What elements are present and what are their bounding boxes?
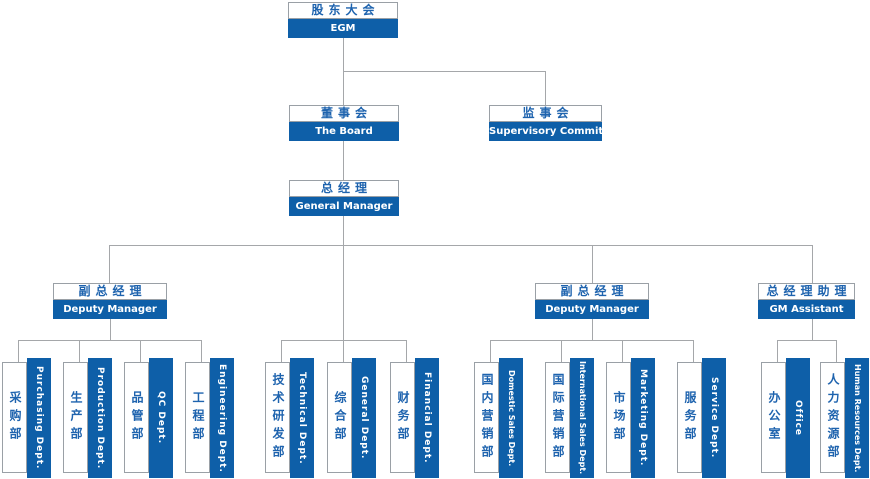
connector-line [561,341,562,362]
connector-line [343,246,344,340]
connector-line [79,341,80,362]
dept-node-engineering: 工程部 Engineering Dept. [185,358,235,478]
org-node-general-manager: 总经理 General Manager [289,180,399,216]
dept-label-en: Engineering Dept. [210,358,234,478]
dept-title-zh: 财务部 [390,362,415,473]
node-title-zh: 股东大会 [288,2,398,19]
connector-line [490,340,694,341]
dept-node-marketing: 市场部 Marketing Dept. [606,358,656,478]
connector-line [812,246,813,283]
connector-line [777,341,778,362]
connector-line [592,319,593,340]
dept-node-human-resources: 人力资源部 Human Resources Dept. [820,358,870,478]
dept-title-zh: 技术研发部 [265,362,290,473]
dept-node-production: 生产部 Production Dept. [63,358,113,478]
dept-title-zh: 国际营销部 [545,362,570,473]
dept-label-en: Production Dept. [88,358,112,478]
dept-label-en: Human Resources Dept. [845,358,869,478]
connector-line [812,319,813,340]
dept-title-zh: 工程部 [185,362,210,473]
connector-line [110,319,111,340]
connector-line [343,71,546,72]
org-node-deputy-manager-2: 副总经理 Deputy Manager [535,283,649,319]
org-node-the-board: 董事会 The Board [289,105,399,141]
node-title-zh: 董事会 [289,105,399,122]
node-label-en: Deputy Manager [535,300,649,319]
dept-node-international-sales: 国际营销部 International Sales Dept. [545,358,595,478]
dept-title-zh: 市场部 [606,362,631,473]
connector-line [281,341,282,362]
dept-label-en: Marketing Dept. [631,358,655,478]
dept-title-zh: 办公室 [761,362,786,473]
dept-label-en: Purchasing Dept. [27,358,51,478]
node-label-en: The Board [289,122,399,141]
connector-line [140,341,141,362]
dept-node-purchasing: 采购部 Purchasing Dept. [2,358,52,478]
connector-line [490,341,491,362]
dept-title-zh: 综合部 [327,362,352,473]
connector-line [545,72,546,105]
org-node-egm: 股东大会 EGM [288,2,398,38]
connector-line [777,340,837,341]
node-label-en: Supervisory Committee [489,122,602,141]
dept-label-en: Technical Dept. [290,358,314,478]
dept-label-en: Domestic Sales Dept. [499,358,523,478]
node-title-zh: 监事会 [489,105,602,122]
node-title-zh: 总经理 [289,180,399,197]
connector-line [622,341,623,362]
org-node-supervisory: 监事会 Supervisory Committee [489,105,602,141]
dept-label-en: QC Dept. [149,358,173,478]
connector-line [343,38,344,71]
connector-line [201,341,202,362]
node-label-en: EGM [288,19,398,38]
dept-title-zh: 人力资源部 [820,362,845,473]
dept-title-zh: 品管部 [124,362,149,473]
dept-title-zh: 服务部 [677,362,702,473]
connector-line [343,216,344,245]
connector-line [281,340,407,341]
node-title-zh: 总经理助理 [758,283,855,300]
dept-label-en: Financial Dept. [415,358,439,478]
connector-line [836,341,837,362]
org-node-gm-assistant: 总经理助理 GM Assistant [758,283,855,319]
connector-line [592,246,593,283]
org-node-deputy-manager-1: 副总经理 Deputy Manager [53,283,167,319]
connector-line [343,341,344,362]
connector-line [406,341,407,362]
node-label-en: General Manager [289,197,399,216]
node-label-en: Deputy Manager [53,300,167,319]
connector-line [693,341,694,362]
dept-title-zh: 国内营销部 [474,362,499,473]
dept-node-financial: 财务部 Financial Dept. [390,358,440,478]
connector-line [18,341,19,362]
connector-line [18,340,202,341]
dept-node-domestic-sales: 国内营销部 Domestic Sales Dept. [474,358,524,478]
dept-node-service: 服务部 Service Dept. [677,358,727,478]
dept-label-en: Office [786,358,810,478]
dept-node-technical: 技术研发部 Technical Dept. [265,358,315,478]
connector-line [343,141,344,180]
node-title-zh: 副总经理 [535,283,649,300]
node-title-zh: 副总经理 [53,283,167,300]
dept-node-general: 综合部 General Dept. [327,358,377,478]
node-label-en: GM Assistant [758,300,855,319]
dept-node-qc: 品管部 QC Dept. [124,358,174,478]
dept-node-office: 办公室 Office [761,358,811,478]
dept-label-en: General Dept. [352,358,376,478]
connector-line [109,246,110,283]
dept-label-en: Service Dept. [702,358,726,478]
connector-line [343,72,344,105]
connector-line [109,245,813,246]
dept-title-zh: 采购部 [2,362,27,473]
dept-title-zh: 生产部 [63,362,88,473]
dept-label-en: International Sales Dept. [570,358,594,478]
